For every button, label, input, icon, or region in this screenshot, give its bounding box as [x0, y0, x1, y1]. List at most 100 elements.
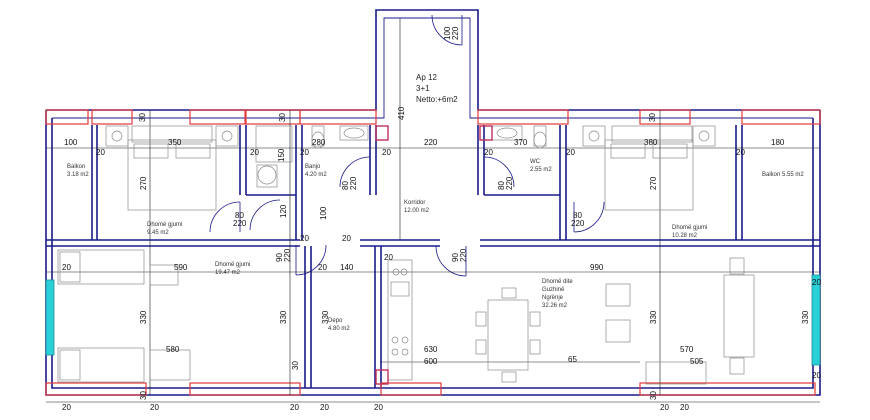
dim-280: 280 [312, 138, 326, 147]
bed-left-icon [127, 139, 217, 211]
room-living-1: Dhomë dite [542, 279, 573, 285]
dim-20-m: 20 [812, 278, 821, 287]
dim-100-top: 100 [443, 26, 452, 40]
shower-icon [255, 125, 293, 163]
dim-30-c: 30 [648, 113, 657, 122]
apartment-netto: Netto:+6m2 [416, 95, 458, 104]
dim-80-a: 80 [341, 181, 350, 190]
sofa-icon [723, 274, 755, 358]
dim-220-f: 220 [283, 248, 292, 262]
dim-20-o: 20 [150, 403, 159, 412]
dim-20-c: 20 [300, 148, 309, 157]
apartment-type: 3+1 [416, 84, 430, 93]
doors [209, 14, 605, 277]
dim-330-e: 330 [801, 310, 810, 324]
dim-100: 100 [64, 138, 78, 147]
toilet-icon [311, 125, 325, 147]
armchair-icon [605, 283, 631, 307]
dim-330-c: 330 [321, 310, 330, 324]
washer-icon [257, 165, 277, 185]
dim-330-b: 330 [279, 310, 288, 324]
dim-20-h: 20 [300, 234, 309, 243]
room-living-area: 32.26 m2 [542, 303, 568, 309]
kitchen-counter-icon [387, 259, 413, 381]
nightstand-icon [105, 125, 129, 147]
dim-20-a: 20 [96, 148, 105, 157]
dim-270-right: 270 [649, 176, 658, 190]
room-balkon-left-area: 3.18 m2 [67, 172, 89, 178]
room-bedroom-right: Dhomë gjumi [672, 225, 707, 231]
apartment-label: Ap 12 [416, 73, 437, 82]
dim-380: 380 [644, 138, 658, 147]
dim-30-e: 30 [139, 391, 148, 400]
dim-350: 350 [168, 138, 182, 147]
dim-30-b: 30 [278, 113, 287, 122]
single-bed-top-icon [57, 249, 145, 285]
room-depo-area: 4.80 m2 [328, 326, 350, 332]
dim-180: 180 [771, 138, 785, 147]
dining-table-icon [487, 299, 529, 371]
dim-20-k: 20 [318, 263, 327, 272]
room-balkon-right: Balkon 5.55 m2 [762, 172, 804, 178]
dim-370: 370 [514, 138, 528, 147]
room-bedroom-bottom-area: 19.47 m2 [215, 270, 241, 276]
dim-20-e: 20 [484, 148, 493, 157]
dim-590: 590 [174, 263, 188, 272]
room-balkon-left: Balkon [67, 164, 85, 170]
dim-630: 630 [424, 345, 438, 354]
dim-580: 580 [166, 345, 180, 354]
dim-20-f: 20 [566, 148, 575, 157]
dim-20-s: 20 [660, 403, 669, 412]
dim-570: 570 [680, 345, 694, 354]
dim-410: 410 [397, 106, 406, 120]
dim-20-p: 20 [290, 403, 299, 412]
room-corridor: Korridor [404, 200, 425, 206]
room-bath-area: 4.20 m2 [305, 172, 327, 178]
windows [45, 109, 821, 396]
room-bedroom-left-area: 9.45 m2 [147, 230, 169, 236]
dim-220: 220 [424, 138, 438, 147]
sink-icon [339, 125, 369, 141]
dim-30-d: 30 [291, 361, 300, 370]
fixtures [57, 125, 755, 385]
dim-220-top: 220 [451, 26, 460, 40]
dim-330-d: 330 [649, 310, 658, 324]
dim-220-a: 220 [349, 176, 358, 190]
dim-505: 505 [690, 357, 704, 366]
dim-30-f: 30 [649, 391, 658, 400]
dim-140: 140 [340, 263, 354, 272]
dim-150: 150 [277, 148, 286, 162]
wc-toilet-icon [533, 125, 547, 147]
dim-220-d: 220 [571, 219, 585, 228]
glass-panels [45, 274, 821, 366]
dimension-lines [46, 18, 820, 403]
single-bed-bottom-icon [57, 347, 145, 383]
dim-220-b: 220 [505, 176, 514, 190]
dim-220-g: 220 [459, 248, 468, 262]
room-labels: Balkon 3.18 m2 Dhomë gjumi 9.45 m2 Banjo… [67, 159, 804, 332]
dim-90-a: 90 [275, 253, 284, 262]
dim-20-d: 20 [382, 148, 391, 157]
room-wc-area: 2.55 m2 [530, 167, 552, 173]
dim-80-b: 80 [497, 181, 506, 190]
dim-20-l: 20 [384, 253, 393, 262]
dim-330-a: 330 [139, 310, 148, 324]
room-bedroom-left: Dhomë gjumi [147, 222, 182, 228]
shaft-boxes [375, 125, 493, 385]
dim-20-u: 20 [812, 371, 821, 380]
dimension-labels: 100 220 410 100 350 220 370 380 180 20 2… [62, 26, 821, 412]
dim-20-g: 20 [736, 148, 745, 157]
dim-20-t: 20 [680, 403, 689, 412]
dim-270-left: 270 [139, 176, 148, 190]
dim-20-i: 20 [342, 234, 351, 243]
bed-right-icon [604, 139, 694, 211]
dim-30-a: 30 [138, 113, 147, 122]
dim-20-b: 20 [250, 148, 259, 157]
dim-20-j: 20 [62, 263, 71, 272]
dim-600: 600 [424, 357, 438, 366]
dim-80-d: 80 [573, 211, 582, 220]
dim-20-q: 20 [320, 403, 329, 412]
walls [45, 9, 821, 396]
room-wc: WC [530, 159, 541, 165]
